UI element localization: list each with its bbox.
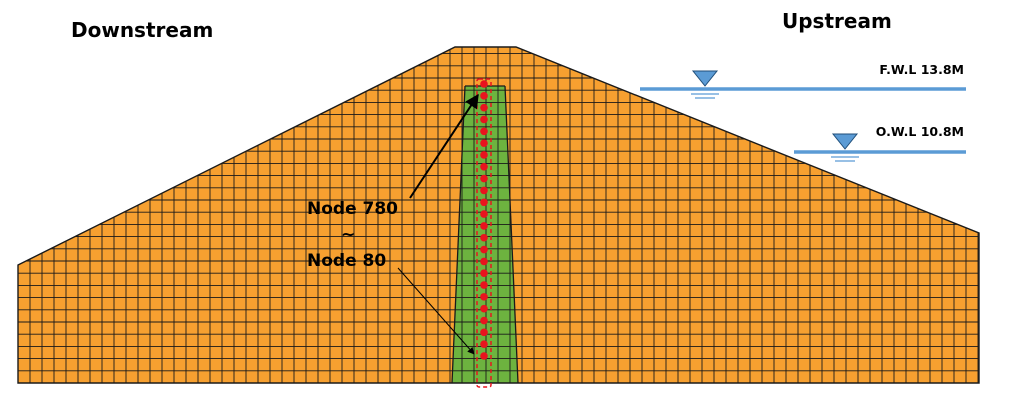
water-level-triangle-icon [691,70,719,87]
node-point [480,186,488,195]
embankment-outline [17,46,980,384]
core-boundary-line [504,85,519,384]
core-boundary-line [451,85,466,384]
node-point [480,316,488,325]
node-point [480,293,488,301]
operating-water-level: O.W.L 10.8M [794,124,966,162]
node-point [480,198,488,207]
node-point [480,115,488,124]
monitored-nodes [480,80,488,360]
node-point [480,174,488,183]
node-point [480,340,488,348]
mesh-grid [17,47,979,384]
node-80-label: Node 80 [307,251,386,271]
node-point [480,151,488,159]
node-range-separator: ~ [341,225,355,245]
node-point [480,352,488,360]
node-point [480,162,488,171]
dam-body [17,46,980,384]
node-point [480,269,488,278]
node-point [480,222,488,230]
arrow-to-node-780 [409,93,479,199]
node-point [480,139,488,147]
node-point [480,304,488,313]
node-point [480,103,488,112]
node-point [480,233,488,242]
node-point [480,328,488,337]
owl-label: O.W.L 10.8M [876,124,964,139]
node-point [480,80,488,88]
monitored-node-column-highlight [476,78,492,388]
node-point [480,127,488,136]
node-point [480,257,488,266]
arrow-to-node-80 [397,267,475,355]
node-point [480,92,488,100]
fwl-label: F.W.L 13.8M [879,62,964,77]
water-level-triangle-icon [831,133,859,150]
node-780-label: Node 780 [307,199,398,219]
upstream-heading: Upstream [782,9,892,33]
downstream-heading: Downstream [71,18,213,42]
full-water-level: F.W.L 13.8M [640,62,966,99]
node-point [480,281,488,289]
node-point [480,245,488,254]
node-point [480,210,488,218]
